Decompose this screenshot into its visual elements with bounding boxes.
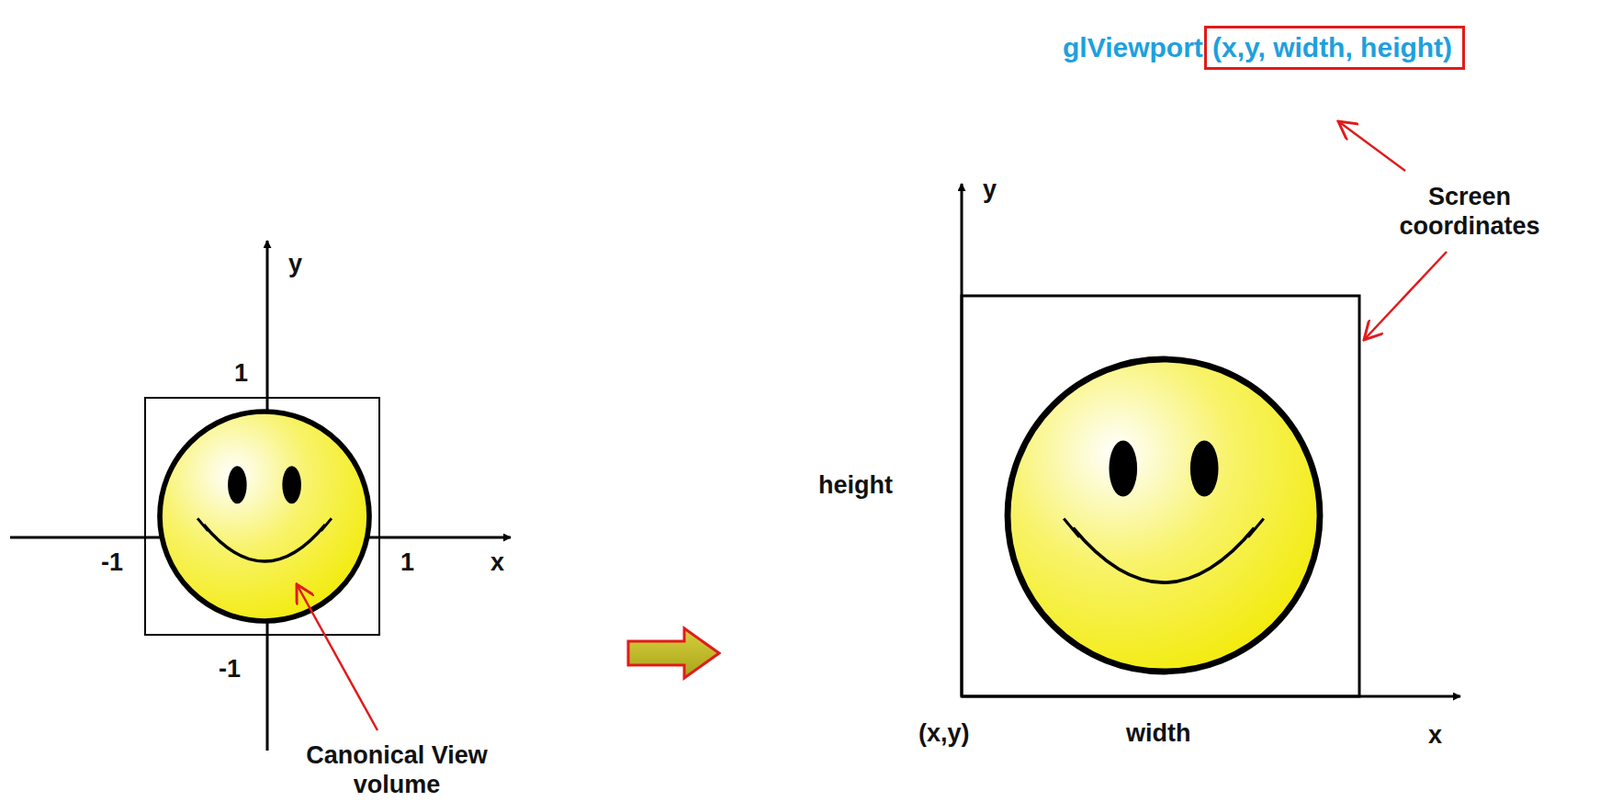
transform-arrow: [628, 628, 720, 678]
leader-line: [296, 584, 378, 731]
callout-text: Screen coordinates: [1352, 181, 1587, 242]
smile-end: [197, 518, 332, 531]
axis-name: x: [1426, 720, 1444, 750]
leader-line: [1363, 251, 1447, 340]
dimension-label: width: [1124, 718, 1193, 748]
leader-line: [1338, 121, 1406, 171]
smile: [203, 524, 326, 562]
right-axes: [961, 183, 1461, 697]
axis-name: x: [488, 547, 507, 577]
axis-name: y: [980, 174, 999, 204]
eye: [1190, 439, 1219, 496]
function-name: glViewport: [1062, 31, 1204, 65]
smile: [1072, 528, 1254, 584]
view-volume-square: [145, 397, 380, 635]
smiley-face: [159, 411, 370, 621]
callout-text: Canonical View volume: [280, 740, 514, 800]
axis-name: y: [286, 248, 305, 279]
origin-label: (x,y): [916, 718, 972, 748]
axis-tick: -1: [216, 653, 243, 684]
image-ground: [1002, 358, 1327, 680]
eye: [281, 465, 302, 504]
axis-tick: -1: [99, 547, 125, 577]
face: [1007, 359, 1320, 672]
highlight-box: (x,y, width, height): [1204, 25, 1465, 70]
smiley-face: [1007, 359, 1320, 672]
function-arguments: (x,y, width, height): [1212, 31, 1457, 65]
face: [159, 411, 370, 621]
viewport-rectangle: [961, 295, 1360, 697]
dimension-label: height: [816, 470, 895, 500]
eye: [227, 465, 248, 504]
axis-tick: 1: [398, 547, 417, 577]
left-axes: [10, 240, 511, 751]
smile-end: [1063, 518, 1264, 537]
eye: [1109, 439, 1139, 496]
axis-tick: 1: [232, 358, 250, 388]
